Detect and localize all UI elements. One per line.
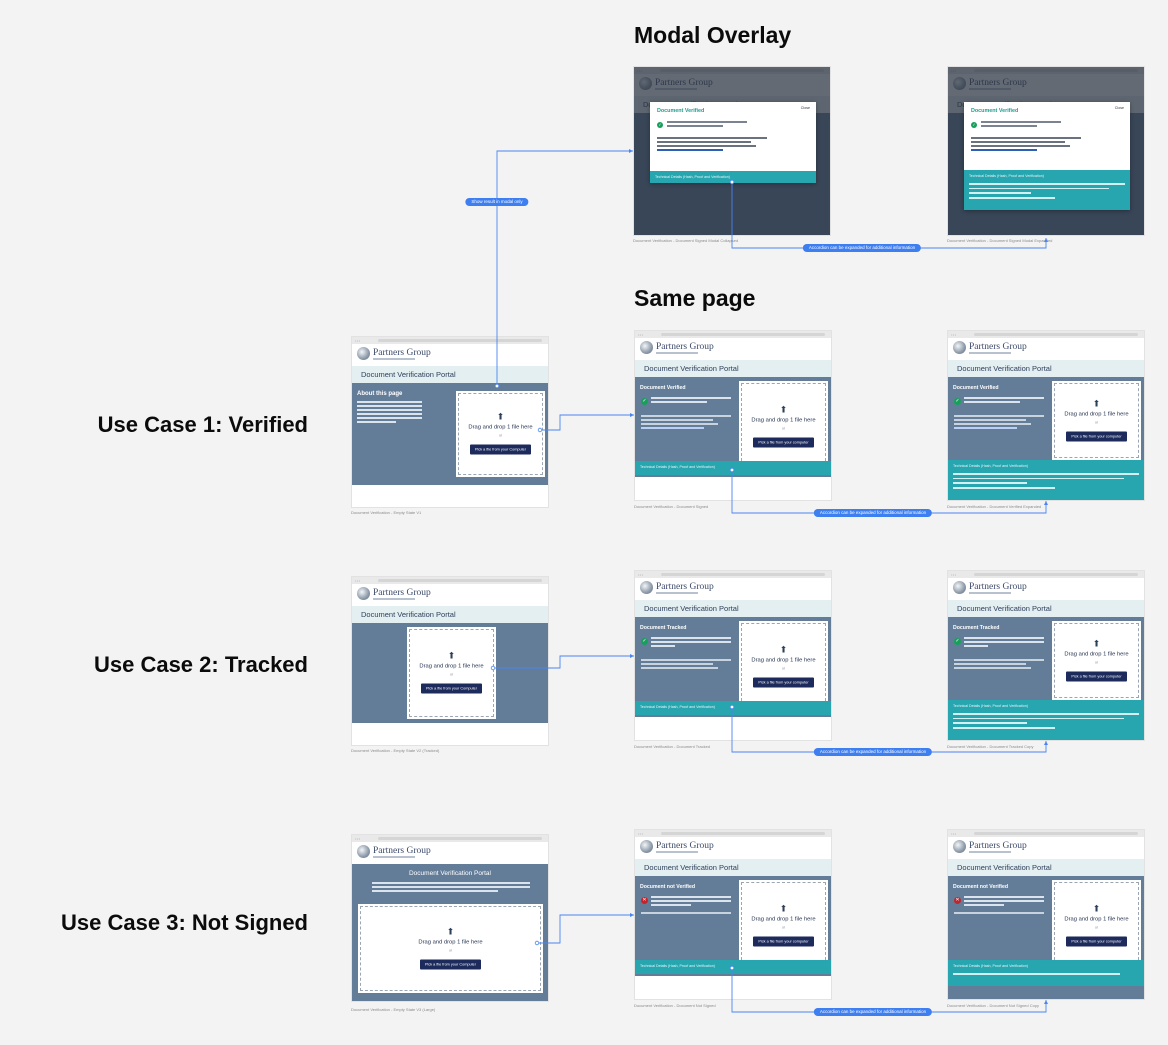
upload-icon: ⬆ [447, 650, 456, 661]
caption-uc1-empty: Document Verification - Empty State V1 [351, 510, 422, 515]
check-icon: ✓ [954, 398, 961, 405]
pick-file-button[interactable]: Pick a file from your Computer [420, 683, 483, 694]
use-case-3-label: Use Case 3: Not Signed [61, 910, 308, 935]
mockup-uc2-tracked: ••• Partners Group Document Verification… [634, 570, 832, 741]
caption-modal-expanded: Document Verification - Document Signed … [947, 238, 1053, 243]
check-icon: ✓ [971, 122, 977, 128]
upload-icon: ⬆ [1092, 398, 1101, 408]
check-icon: ✓ [641, 398, 648, 405]
pick-file-button[interactable]: Pick a file from your computer [753, 936, 814, 947]
pick-file-button[interactable]: Pick a file from your computer [753, 437, 814, 448]
pick-file-button[interactable]: Pick a file from your computer [1066, 431, 1127, 441]
mockup-uc2-empty: ••• Partners Group Document Verification… [351, 576, 549, 746]
pill-modal-only: Show result in modal only [465, 198, 529, 206]
caption-uc1-signed: Document Verification - Document Signed [634, 504, 709, 509]
upload-icon: ⬆ [779, 404, 788, 415]
close-button[interactable]: Close [800, 106, 810, 110]
caption-uc1-expanded: Document Verification - Document Verifie… [947, 504, 1042, 509]
close-button[interactable]: Close [1114, 106, 1124, 110]
use-case-2-label: Use Case 2: Tracked [93, 652, 308, 677]
logo-icon [357, 347, 370, 360]
connector-uc3 [537, 914, 634, 944]
upload-icon: ⬆ [1092, 638, 1101, 648]
caption-modal-collapsed: Document Verification - Document Signed … [633, 238, 739, 243]
upload-icon: ⬆ [496, 411, 505, 422]
error-icon: ✕ [641, 897, 648, 904]
logo-icon [640, 840, 653, 853]
logo-icon [953, 840, 966, 853]
pill-accordion-uc2: Accordion can be expanded for additional… [813, 748, 933, 756]
caption-uc3-expanded: Document Verification - Document Not Sig… [947, 1003, 1040, 1008]
logo-icon [640, 581, 653, 594]
upload-icon: ⬆ [1092, 903, 1101, 914]
caption-uc2-empty: Document Verification - Empty State V2 (… [351, 748, 440, 753]
mockup-uc1-expanded: ••• Partners Group Document Verification… [947, 330, 1145, 501]
upload-icon: ⬆ [446, 926, 455, 936]
verification-modal: Document Verified Close ✓ Technical Deta… [650, 102, 816, 183]
mockup-uc3-empty: ••• Partners Group Document Verification… [351, 834, 549, 1002]
mockup-uc2-expanded: ••• Partners Group Document Verification… [947, 570, 1145, 741]
logo-icon [640, 341, 653, 354]
verification-modal-expanded: Document Verified Close ✓ Technical Deta… [964, 102, 1130, 210]
pick-file-button[interactable]: Pick a file from your computer [753, 677, 814, 688]
mockup-uc3-not-signed: ••• Partners Group Document Verification… [634, 829, 832, 1000]
mockup-uc1-empty: ••• Partners Group Document Verification… [351, 336, 549, 508]
pick-file-button[interactable]: Pick a file from your Computer [419, 959, 482, 969]
logo-icon [953, 341, 966, 354]
pick-file-button[interactable]: Pick a file from your Computer [469, 444, 532, 455]
logo-icon [357, 845, 370, 858]
caption-uc3-not-signed: Document Verification - Document Not Sig… [634, 1003, 716, 1008]
check-icon: ✓ [954, 638, 961, 645]
caption-uc2-expanded: Document Verification - Document Tracked… [947, 744, 1034, 749]
pick-file-button[interactable]: Pick a file from your computer [1066, 671, 1127, 681]
logo-icon [953, 581, 966, 594]
pill-accordion-uc3: Accordion can be expanded for additional… [813, 1008, 933, 1016]
mockup-modal-collapsed: ••• Partners Group Document Verification… [633, 66, 831, 236]
mockup-uc3-expanded: ••• Partners Group Document Verification… [947, 829, 1145, 1000]
caption-uc3-empty: Document Verification - Empty State V3 (… [351, 1007, 436, 1012]
heading-modal-overlay: Modal Overlay [634, 22, 792, 48]
caption-uc2-tracked: Document Verification - Document Tracked [634, 744, 711, 749]
check-icon: ✓ [657, 122, 663, 128]
pill-accordion-uc1: Accordion can be expanded for additional… [813, 509, 933, 517]
mockup-modal-expanded: ••• Partners Group Document Verification… [947, 66, 1145, 236]
pick-file-button[interactable]: Pick a file from your computer [1066, 936, 1127, 947]
upload-icon: ⬆ [779, 903, 788, 914]
error-icon: ✕ [954, 897, 961, 904]
use-case-1-label: Use Case 1: Verified [97, 412, 308, 437]
heading-same-page: Same page [634, 285, 756, 311]
logo-icon [357, 587, 370, 600]
upload-icon: ⬆ [779, 644, 788, 655]
connector-uc1 [540, 414, 634, 431]
mockup-uc1-verified: ••• Partners Group Document Verification… [634, 330, 832, 501]
check-icon: ✓ [641, 638, 648, 645]
pill-accordion-modal: Accordion can be expanded for additional… [802, 244, 922, 252]
